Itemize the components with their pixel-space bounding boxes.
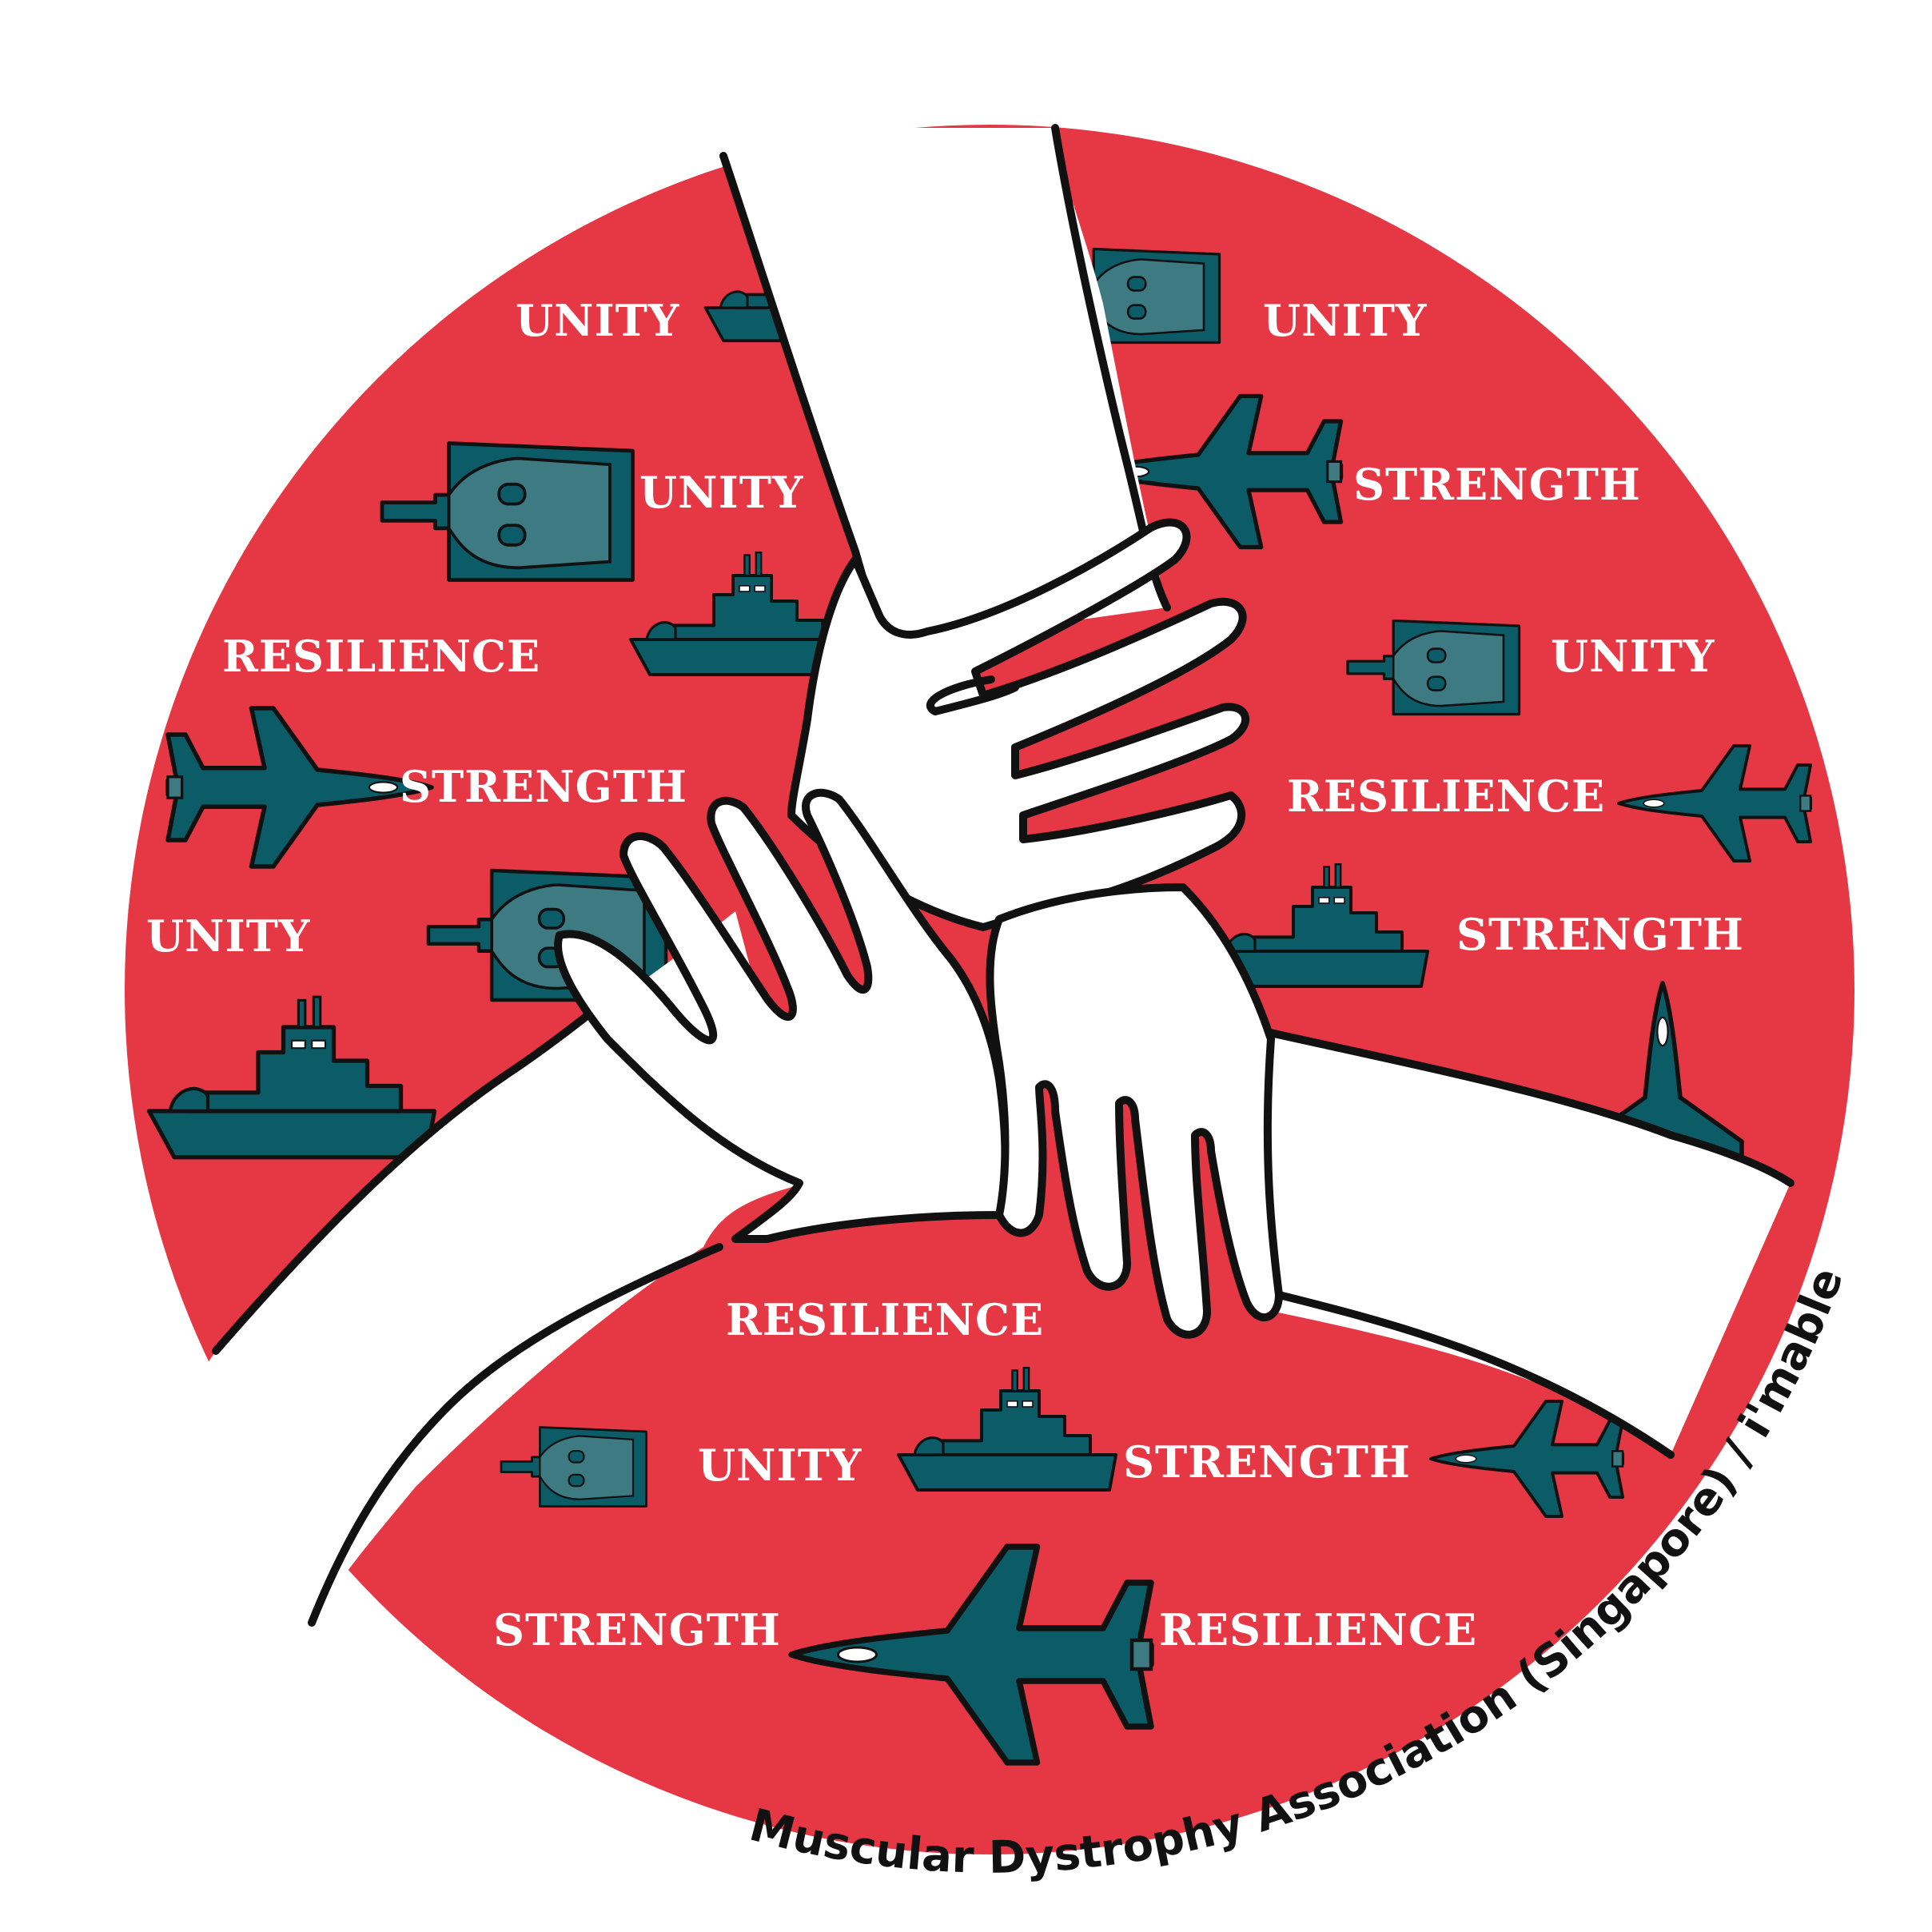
word-strength: STRENGTH — [1123, 1436, 1411, 1488]
hand-right — [986, 883, 1283, 1339]
hand-left — [554, 788, 1010, 1243]
word-resilience: RESILIENCE — [726, 1294, 1044, 1345]
word-resilience: RESILIENCE — [1159, 1604, 1477, 1655]
word-resilience: RESILIENCE — [1287, 771, 1605, 822]
word-strength: STRENGTH — [493, 1604, 781, 1655]
word-strength: STRENGTH — [1456, 909, 1744, 960]
word-unity: UNITY — [1263, 295, 1428, 346]
hand-top — [787, 518, 1250, 931]
word-unity: UNITY — [1551, 631, 1715, 682]
word-unity: UNITY — [516, 295, 680, 346]
forearm-top — [723, 128, 1167, 647]
word-strength: STRENGTH — [1353, 459, 1641, 510]
word-unity: UNITY — [146, 910, 311, 962]
word-strength: STRENGTH — [400, 761, 687, 812]
forearm-right — [1263, 1031, 1791, 1455]
word-resilience: RESILIENCE — [222, 631, 540, 682]
word-unity: UNITY — [639, 467, 804, 518]
word-pattern: UNITY UNITY UNITY STRENGTH RESILIENCE UN… — [146, 295, 1744, 1655]
word-unity: UNITY — [698, 1440, 862, 1491]
